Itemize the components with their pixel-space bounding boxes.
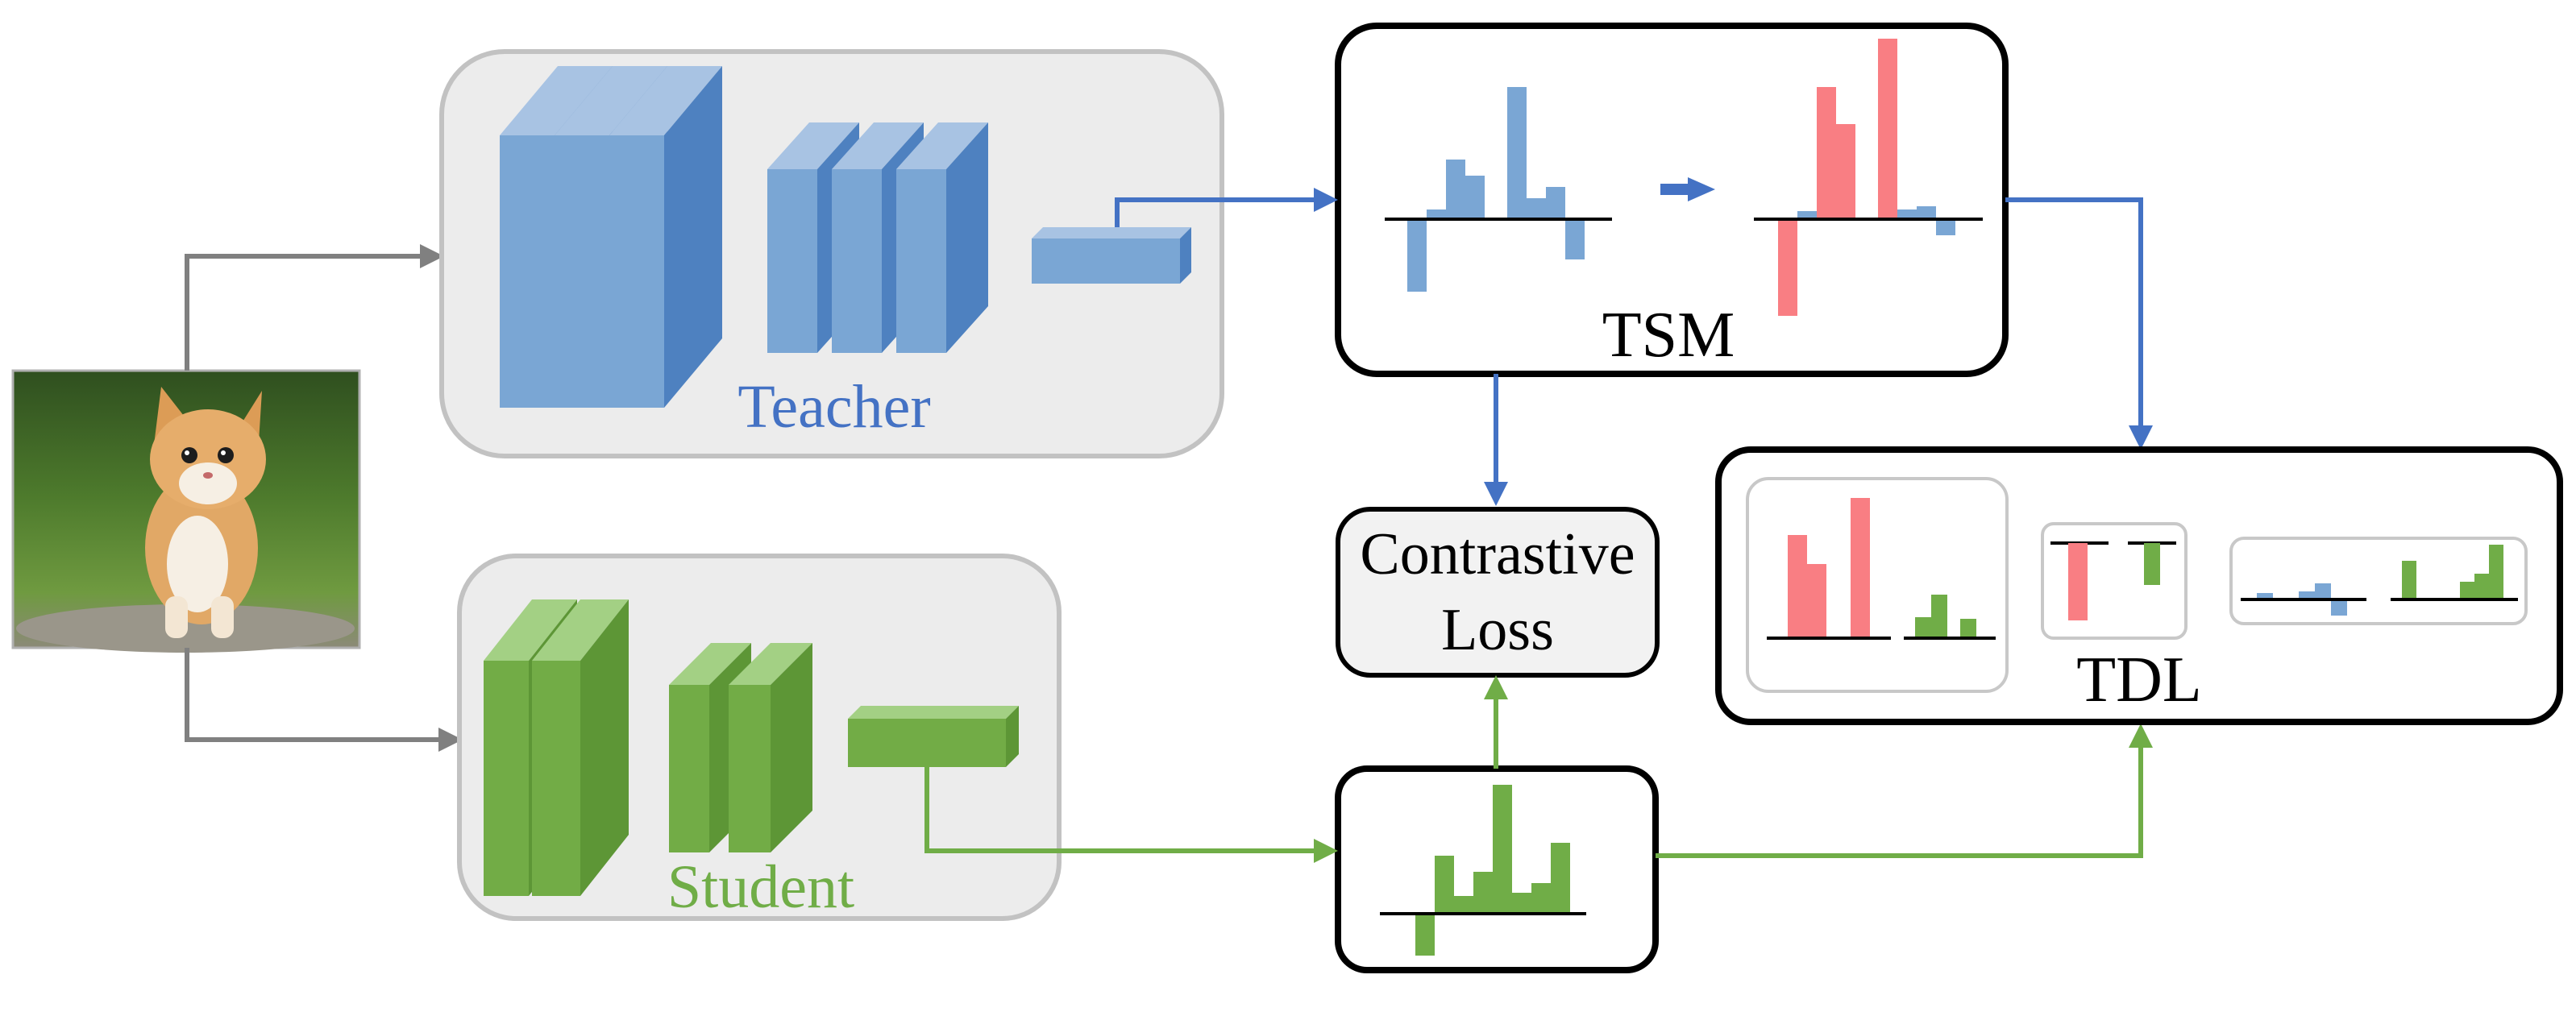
student-logits-bars [1380,785,1586,956]
student-feature-vector [848,706,1019,767]
teacher-label: Teacher [737,373,930,441]
tdl-box: TDL [1715,446,2563,725]
contrastive-label-line1: Contrastive [1360,521,1635,587]
tdl-panel-3 [2229,537,2528,625]
tdl-label: TDL [2076,645,2202,715]
student-logits-box [1335,765,1659,973]
input-kitten-image [11,369,361,653]
teacher-medium-blocks [767,122,988,353]
student-label: Student [667,853,854,921]
tdl-panel-2 [2041,522,2188,640]
kitten-photo-icon [145,387,266,638]
arrow-to-student [185,648,463,752]
tdl-panel-1 [1746,477,2009,693]
teacher-panel: Teacher [439,49,1224,458]
contrastive-loss-box: Contrastive Loss [1336,507,1660,678]
arrow-tsm-to-tdl [2005,197,2153,450]
tsm-shaped-logits-bars [1754,39,1983,316]
tsm-arrow-icon [1660,177,1715,201]
tsm-box: TSM [1335,23,2009,377]
arrow-teacher-to-tsm [1115,188,1338,227]
arrow-student-to-logits [924,767,1338,863]
teacher-large-blocks [500,66,722,408]
teacher-feature-vector [1032,227,1191,284]
tsm-label: TSM [1602,300,1735,371]
tsm-teacher-logits-bars [1385,87,1612,292]
arrow-logits-to-tdl [1656,724,2153,858]
student-large-blocks [484,599,629,896]
student-medium-blocks [669,643,812,852]
arrow-to-teacher [185,244,444,371]
input-arrows [185,244,463,752]
contrastive-label-line2: Loss [1441,597,1554,663]
student-panel: Student [457,554,1062,921]
